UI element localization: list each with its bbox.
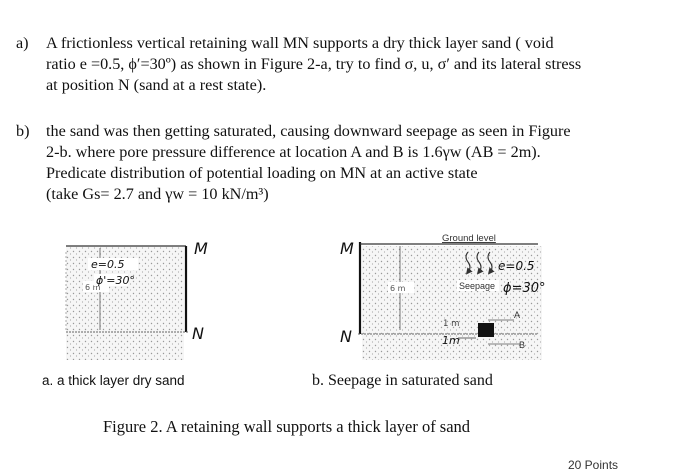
figure-b-caption: b. Seepage in saturated sand [312,372,493,389]
point-M-label: M [340,239,354,258]
seepage-label: Seepage [459,281,495,291]
depth-label: 6 m [390,284,406,293]
question-b-line-2: 2-b. where pore pressure difference at l… [46,143,541,161]
point-A-label: A [514,310,520,320]
question-b-line-3: Predicate distribution of potential load… [46,164,478,182]
dimension-1m-upper: 1 m [443,319,459,329]
question-b-label: b) [16,122,30,140]
question-a-label: a) [16,34,29,52]
question-a-line-2: ratio e =0.5, ϕ′=30º) as shown in Figure… [46,55,582,73]
measurement-block [478,323,494,337]
phi-label: ϕ'=30° [96,274,135,287]
figure-a-caption: a. a thick layer dry sand [42,373,185,388]
void-ratio-label: e=0.5 [498,259,535,273]
ground-level-label: Ground level [442,233,496,244]
point-N-label: N [192,324,204,343]
question-a-text: A frictionless vertical retaining wall M… [46,33,581,96]
figure-a-diagram: 6 m e=0.5 ϕ'=30° M N [65,239,208,360]
seepage-arrows [465,251,495,275]
dimension-1m-lower: 1m [442,334,460,347]
point-N-label: N [340,327,352,346]
void-ratio-label: e=0.5 [91,258,124,271]
saturated-sand-layer [362,246,542,360]
question-b-text: the sand was then getting saturated, cau… [46,121,571,205]
question-b-line-1: the sand was then getting saturated, cau… [46,122,571,140]
question-b-line-4: (take Gs= 2.7 and γw = 10 kN/m³) [46,185,269,203]
points-label: 20 Points [568,458,619,472]
depth-label: 6 m [85,283,101,292]
question-a-line-3: at position N (sand at a rest state). [46,76,267,94]
point-M-label: M [194,239,208,258]
point-B-label: B [519,340,525,350]
figure-b-diagram: Ground level 6 m e=0.5 Seepage ϕ=30° A B… [340,233,546,360]
phi-label: ϕ=30° [503,281,546,296]
question-a-line-1: A frictionless vertical retaining wall M… [46,34,554,52]
figure-caption: Figure 2. A retaining wall supports a th… [103,417,471,436]
